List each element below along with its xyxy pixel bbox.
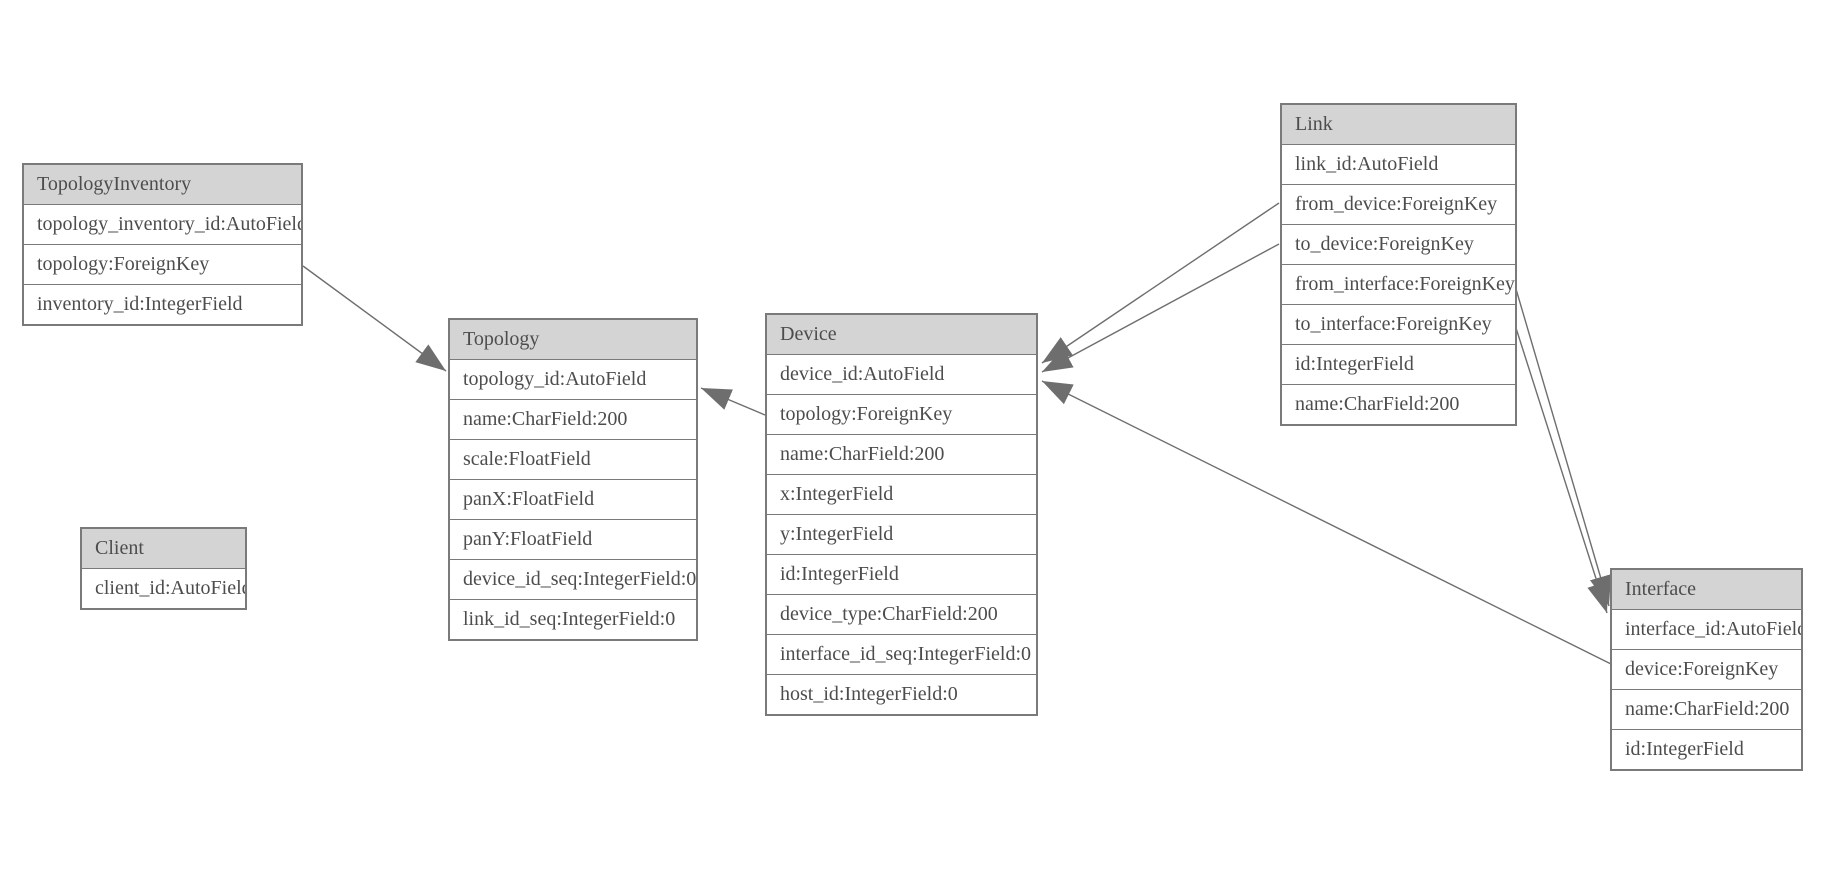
edge-device-topology: [700, 387, 766, 416]
edge-link-from_interface-interface: [1515, 288, 1612, 607]
edge-link-to_device-device: [1041, 243, 1280, 373]
entity-interface-title: Interface: [1612, 570, 1801, 609]
entity-topologyinventory-title: TopologyInventory: [24, 165, 301, 204]
field-row: host_id:IntegerField:0: [767, 674, 1036, 714]
field-row: topology_inventory_id:AutoField: [24, 204, 301, 244]
field-row: inventory_id:IntegerField: [24, 284, 301, 324]
field-row: interface_id_seq:IntegerField:0: [767, 634, 1036, 674]
field-row: name:CharField:200: [1282, 384, 1515, 424]
field-row: x:IntegerField: [767, 474, 1036, 514]
field-row: topology_id:AutoField: [450, 359, 696, 399]
field-row: topology:ForeignKey: [24, 244, 301, 284]
field-row: to_interface:ForeignKey: [1282, 304, 1515, 344]
entity-topology-title: Topology: [450, 320, 696, 359]
field-row: from_interface:ForeignKey: [1282, 264, 1515, 304]
field-row: name:CharField:200: [450, 399, 696, 439]
entity-link-title: Link: [1282, 105, 1515, 144]
field-row: device_id_seq:IntegerField:0: [450, 559, 696, 599]
field-row: id:IntegerField: [1282, 344, 1515, 384]
field-row: client_id:AutoField: [82, 568, 245, 608]
edge-link-to_interface-interface: [1515, 327, 1609, 614]
edge-topologyinventory-topology: [302, 265, 447, 372]
field-row: link_id:AutoField: [1282, 144, 1515, 184]
edge-link-from_device-device: [1041, 202, 1280, 364]
field-row: topology:ForeignKey: [767, 394, 1036, 434]
field-row: id:IntegerField: [1612, 729, 1801, 769]
field-row: device_type:CharField:200: [767, 594, 1036, 634]
field-row: panX:FloatField: [450, 479, 696, 519]
field-row: id:IntegerField: [767, 554, 1036, 594]
field-row: y:IntegerField: [767, 514, 1036, 554]
field-row: interface_id:AutoField: [1612, 609, 1801, 649]
entity-device-title: Device: [767, 315, 1036, 354]
field-row: from_device:ForeignKey: [1282, 184, 1515, 224]
field-row: link_id_seq:IntegerField:0: [450, 599, 696, 639]
field-row: name:CharField:200: [767, 434, 1036, 474]
field-row: to_device:ForeignKey: [1282, 224, 1515, 264]
field-row: scale:FloatField: [450, 439, 696, 479]
field-row: device:ForeignKey: [1612, 649, 1801, 689]
field-row: panY:FloatField: [450, 519, 696, 559]
entity-client-title: Client: [82, 529, 245, 568]
field-row: device_id:AutoField: [767, 354, 1036, 394]
field-row: name:CharField:200: [1612, 689, 1801, 729]
